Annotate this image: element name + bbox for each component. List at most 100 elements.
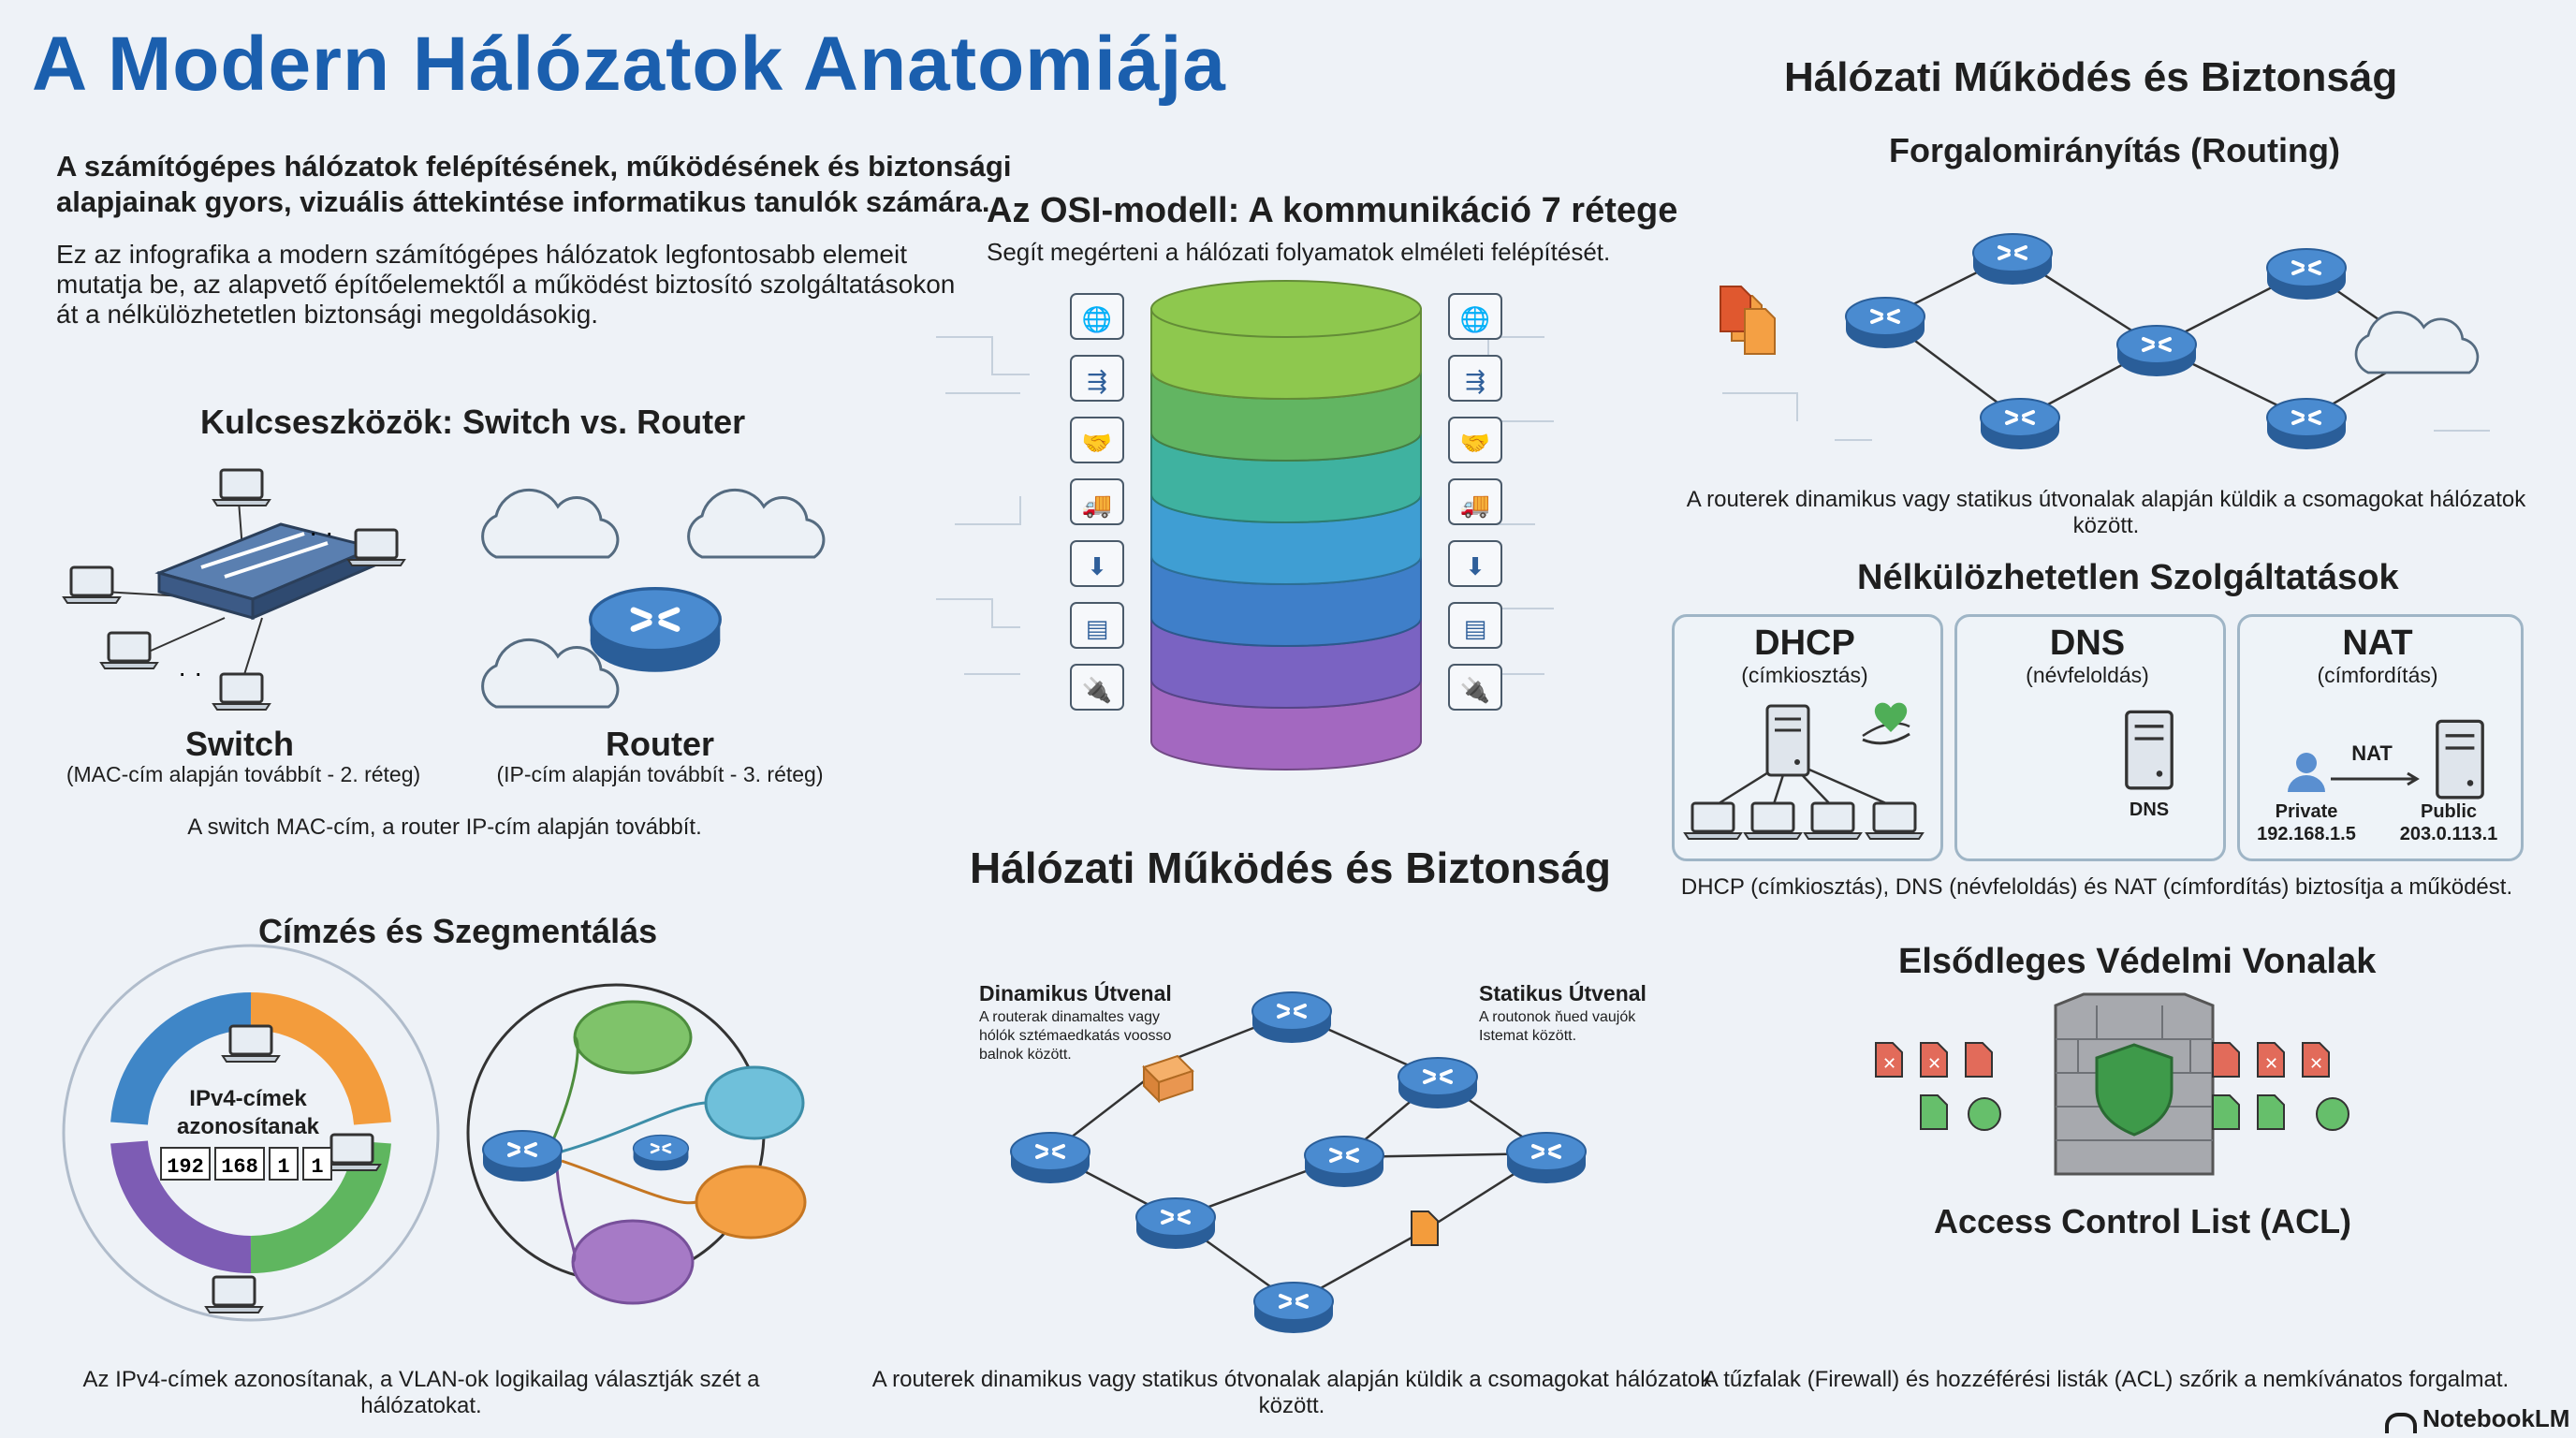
router-diagram [481,488,826,709]
router-icon [1505,1131,1588,1185]
osi-layer-top [1150,465,1422,523]
addressing-caption: Az IPv4-címek azonosítanak, a VLAN-ok lo… [82,1367,760,1418]
ring-label-line2: azonosítanak [176,1114,320,1139]
dynamic-route-title: Dinamikus Útvenal [979,981,1172,1005]
cloud-icon [2354,311,2480,374]
svg-text:✕: ✕ [2264,1054,2278,1073]
addressing-title: Címzés és Szegmentálás [258,912,658,950]
deny-doc-icon [1875,1042,1903,1078]
osi-layer [1150,493,1422,585]
shield-icon [2095,1043,2174,1137]
data-flow-icon: ⇶ [1087,368,1107,396]
defense-title: Elsődleges Védelmi Vonalak [1898,942,2377,981]
osi-layer-top [1150,404,1422,462]
osi-layer-top [1150,651,1422,709]
public-label: Public [2420,801,2477,822]
osi-layer [1150,555,1422,647]
static-route-text2: Istemat között. [1479,1028,1577,1044]
browser-globe-icon [1070,293,1124,340]
routing-title: Forgalomirányítás (Routing) [1889,131,2341,169]
data-flow-icon: ⇶ [1465,368,1486,396]
notebooklm-label: NotebookLM [2422,1404,2570,1432]
right-routing-network [1720,232,2490,451]
dns-server-label: DNS [2129,800,2170,820]
right-ops-title: Hálózati Működés és Biztonság [1784,54,2398,100]
defense-graphic: ✕ ✕ ✕ ✕ [1875,992,2349,1176]
router-icon [2265,397,2348,451]
cable-plug-icon [1448,664,1502,711]
osi-layer [1150,679,1422,770]
dynamic-route-text2: hólók sztémaedkatás voosso [979,1028,1172,1044]
packet-icon [1142,1054,1194,1104]
dns-box [1954,614,2226,861]
cable-plug-icon [1070,664,1124,711]
network-packet-icon [1070,540,1124,587]
nat-title: NAT [2342,624,2413,663]
devices-caption: A switch MAC-cím, a router IP-cím alapjá… [187,814,702,840]
intro-line2: mutatja be, az alapvető építőelemektől a… [56,270,956,299]
middle-ops-caption: A routerek dinamikus vagy statikus ótvon… [871,1367,1712,1418]
switch-label: Switch [184,725,294,763]
router-icon [1134,1196,1217,1251]
ring-label-line1: IPv4-címek [189,1086,307,1111]
osi-layer-top [1150,527,1422,585]
page-title: A Modern Hálózatok Anatomiája [32,22,1226,107]
dns-sub: (névfeloldás) [2026,663,2149,687]
osi-layer-stack [1150,280,1422,770]
circuit-decor [936,336,1554,675]
middle-ops-title: Hálózati Működés és Biztonság [970,844,1612,892]
network-packet-icon: ⬇ [1087,553,1107,581]
static-route-title: Statikus Útvenal [1479,981,1647,1005]
truck-icon: 🚚 [1082,492,1112,520]
laptop-icon [212,672,271,712]
osi-layer [1150,308,1422,400]
browser-globe-icon [1448,293,1502,340]
check-icon [1968,1097,2001,1131]
laptop-icon [346,528,406,567]
router-icon [1251,990,1333,1045]
osi-layer [1150,432,1422,523]
handshake-icon [1448,417,1502,463]
cable-plug-icon: 🔌 [1082,676,1112,705]
data-flow-icon [1070,355,1124,402]
allow-doc-icon [2212,1094,2240,1130]
router-icon [1844,296,1926,350]
switch-diagram: · · · · [62,468,406,712]
firewall-icon [2054,992,2215,1176]
static-route-text1: A routonok ňued vaujók [1479,1009,1636,1025]
services-caption: DHCP (címkiosztás), DNS (névfeloldás) és… [1680,874,2513,900]
documents-icon [1720,286,1776,355]
frames-icon [1070,602,1124,649]
handshake-icon: 🤝 [1082,430,1112,458]
routing-caption: A routerek dinamikus vagy statikus útvon… [1686,487,2526,538]
handshake-icon [1070,417,1124,463]
ip-octet: 1 [311,1155,323,1179]
cloud-icon [481,638,620,709]
ip-octet: 192 [167,1155,204,1179]
deny-doc-icon [1920,1042,1948,1078]
router-icon [1397,1056,1479,1110]
ip-octets [160,1147,332,1181]
cloud-icon [687,488,826,559]
ip-octet: 168 [221,1155,258,1179]
frames-icon: ▤ [1086,615,1109,643]
browser-globe-icon: 🌐 [1082,305,1112,334]
osi-layer-top [1150,280,1422,338]
intro-line3: át a nélkülözhetetlen biztonsági megoldá… [56,300,599,329]
svg-text:✕: ✕ [1927,1054,1941,1073]
laptop-icon [62,565,122,605]
svg-text:✕: ✕ [2309,1054,2323,1073]
network-packet-icon [1448,540,1502,587]
router-icon [1252,1281,1335,1335]
router-icon [632,1134,690,1172]
svg-text:· ·: · · [178,658,202,687]
cloud-icon [481,488,620,559]
cable-plug-icon: 🔌 [1460,676,1490,705]
router-icon [1979,397,2061,451]
router-icon [591,589,721,672]
svg-text:· ·: · · [309,518,333,547]
osi-layer-top [1150,589,1422,647]
allow-doc-icon [1920,1094,1948,1130]
osi-layer-top [1150,342,1422,400]
allow-doc-icon [2257,1094,2285,1130]
